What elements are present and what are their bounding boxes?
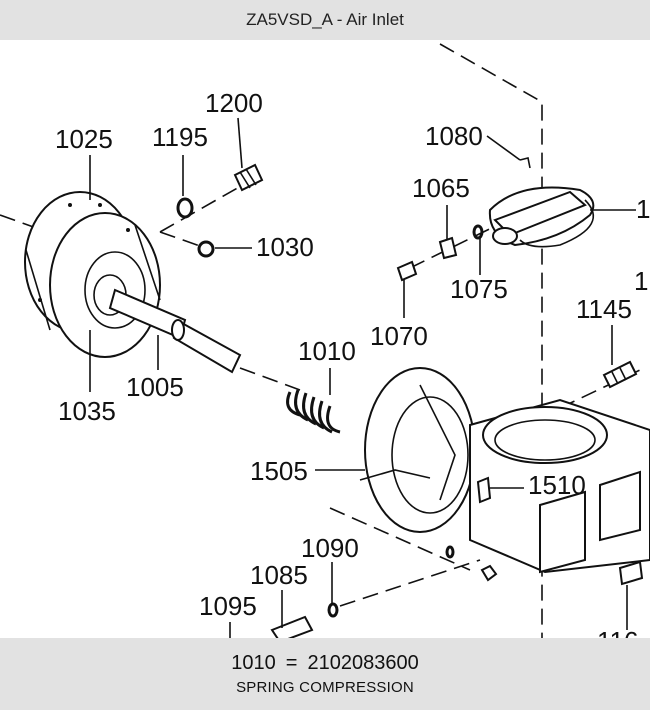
callout-1005[interactable]: 1005 (126, 372, 184, 402)
callout-1510[interactable]: 1510 (528, 470, 586, 500)
callout-right-1[interactable]: 1 (636, 194, 650, 224)
part-bushing-1160[interactable] (618, 560, 644, 586)
assembly-line-spring (239, 367, 301, 391)
callout-116[interactable]: 116 (597, 626, 638, 638)
part-screw-1070[interactable] (396, 260, 418, 282)
part-oring-1030[interactable] (197, 240, 215, 258)
selected-callout: 1010 (231, 652, 276, 674)
part-number-line: 1010 = 2102083600 (231, 652, 418, 675)
part-info-bar: 1010 = 2102083600 SPRING COMPRESSION (0, 638, 650, 710)
part-bracket-1065[interactable] (438, 236, 458, 260)
callout-1065[interactable]: 1065 (412, 173, 470, 203)
part-handle[interactable] (488, 186, 595, 248)
callout-1080[interactable]: 1080 (425, 121, 483, 151)
part-small-nut[interactable] (480, 564, 498, 582)
callout-1035[interactable]: 1035 (58, 396, 116, 426)
part-flange-assembly[interactable] (24, 191, 161, 358)
callout-1070[interactable]: 1070 (370, 321, 428, 351)
part-description: SPRING COMPRESSION (236, 679, 414, 696)
diagram-title: ZA5VSD_A - Air Inlet (246, 10, 404, 29)
callout-1010[interactable]: 1010 (298, 336, 356, 366)
leader-1200 (237, 117, 243, 169)
equals-sign: = (285, 652, 298, 674)
part-spring-1010[interactable] (286, 389, 341, 434)
callout-right-2[interactable]: 1 (634, 266, 648, 296)
part-fitting-1510[interactable] (476, 476, 492, 504)
assembly-line-bottom (329, 507, 471, 571)
part-small-ring[interactable] (445, 545, 455, 559)
callout-1085[interactable]: 1085 (250, 560, 308, 590)
callout-1075[interactable]: 1075 (450, 274, 508, 304)
part-housing-1505[interactable] (359, 367, 650, 574)
title-bar: ZA5VSD_A - Air Inlet (0, 0, 650, 40)
callout-1030[interactable]: 1030 (256, 232, 314, 262)
part-ring-1075[interactable] (472, 224, 484, 240)
callout-1200[interactable]: 1200 (205, 88, 263, 118)
callout-1095[interactable]: 1095 (199, 591, 257, 621)
callout-1090[interactable]: 1090 (301, 533, 359, 563)
part-pin-1085[interactable] (270, 615, 314, 638)
callout-1025[interactable]: 1025 (55, 124, 113, 154)
callout-1195[interactable]: 1195 (152, 122, 208, 152)
part-washer-1090[interactable] (327, 602, 339, 618)
part-number: 2102083600 (307, 652, 419, 674)
part-pin-1080[interactable] (519, 157, 531, 169)
callout-1145[interactable]: 1145 (576, 294, 632, 324)
assembly-line-1030 (159, 231, 201, 247)
assembly-line-1200 (159, 177, 256, 233)
part-shaft[interactable] (108, 288, 242, 374)
part-washer-1195[interactable] (176, 197, 194, 219)
exploded-view-diagram[interactable]: 1200 1025 1195 1030 1080 1065 1075 1070 … (0, 40, 650, 638)
leader-1080 (486, 135, 521, 161)
part-bolt-1145[interactable] (602, 360, 638, 389)
diagram-canvas[interactable]: 1200 1025 1195 1030 1080 1065 1075 1070 … (0, 40, 650, 638)
assembly-line-right (439, 43, 543, 638)
callout-1505[interactable]: 1505 (250, 456, 308, 486)
assembly-line-1090 (339, 559, 481, 607)
part-nut-1200[interactable] (233, 163, 264, 192)
